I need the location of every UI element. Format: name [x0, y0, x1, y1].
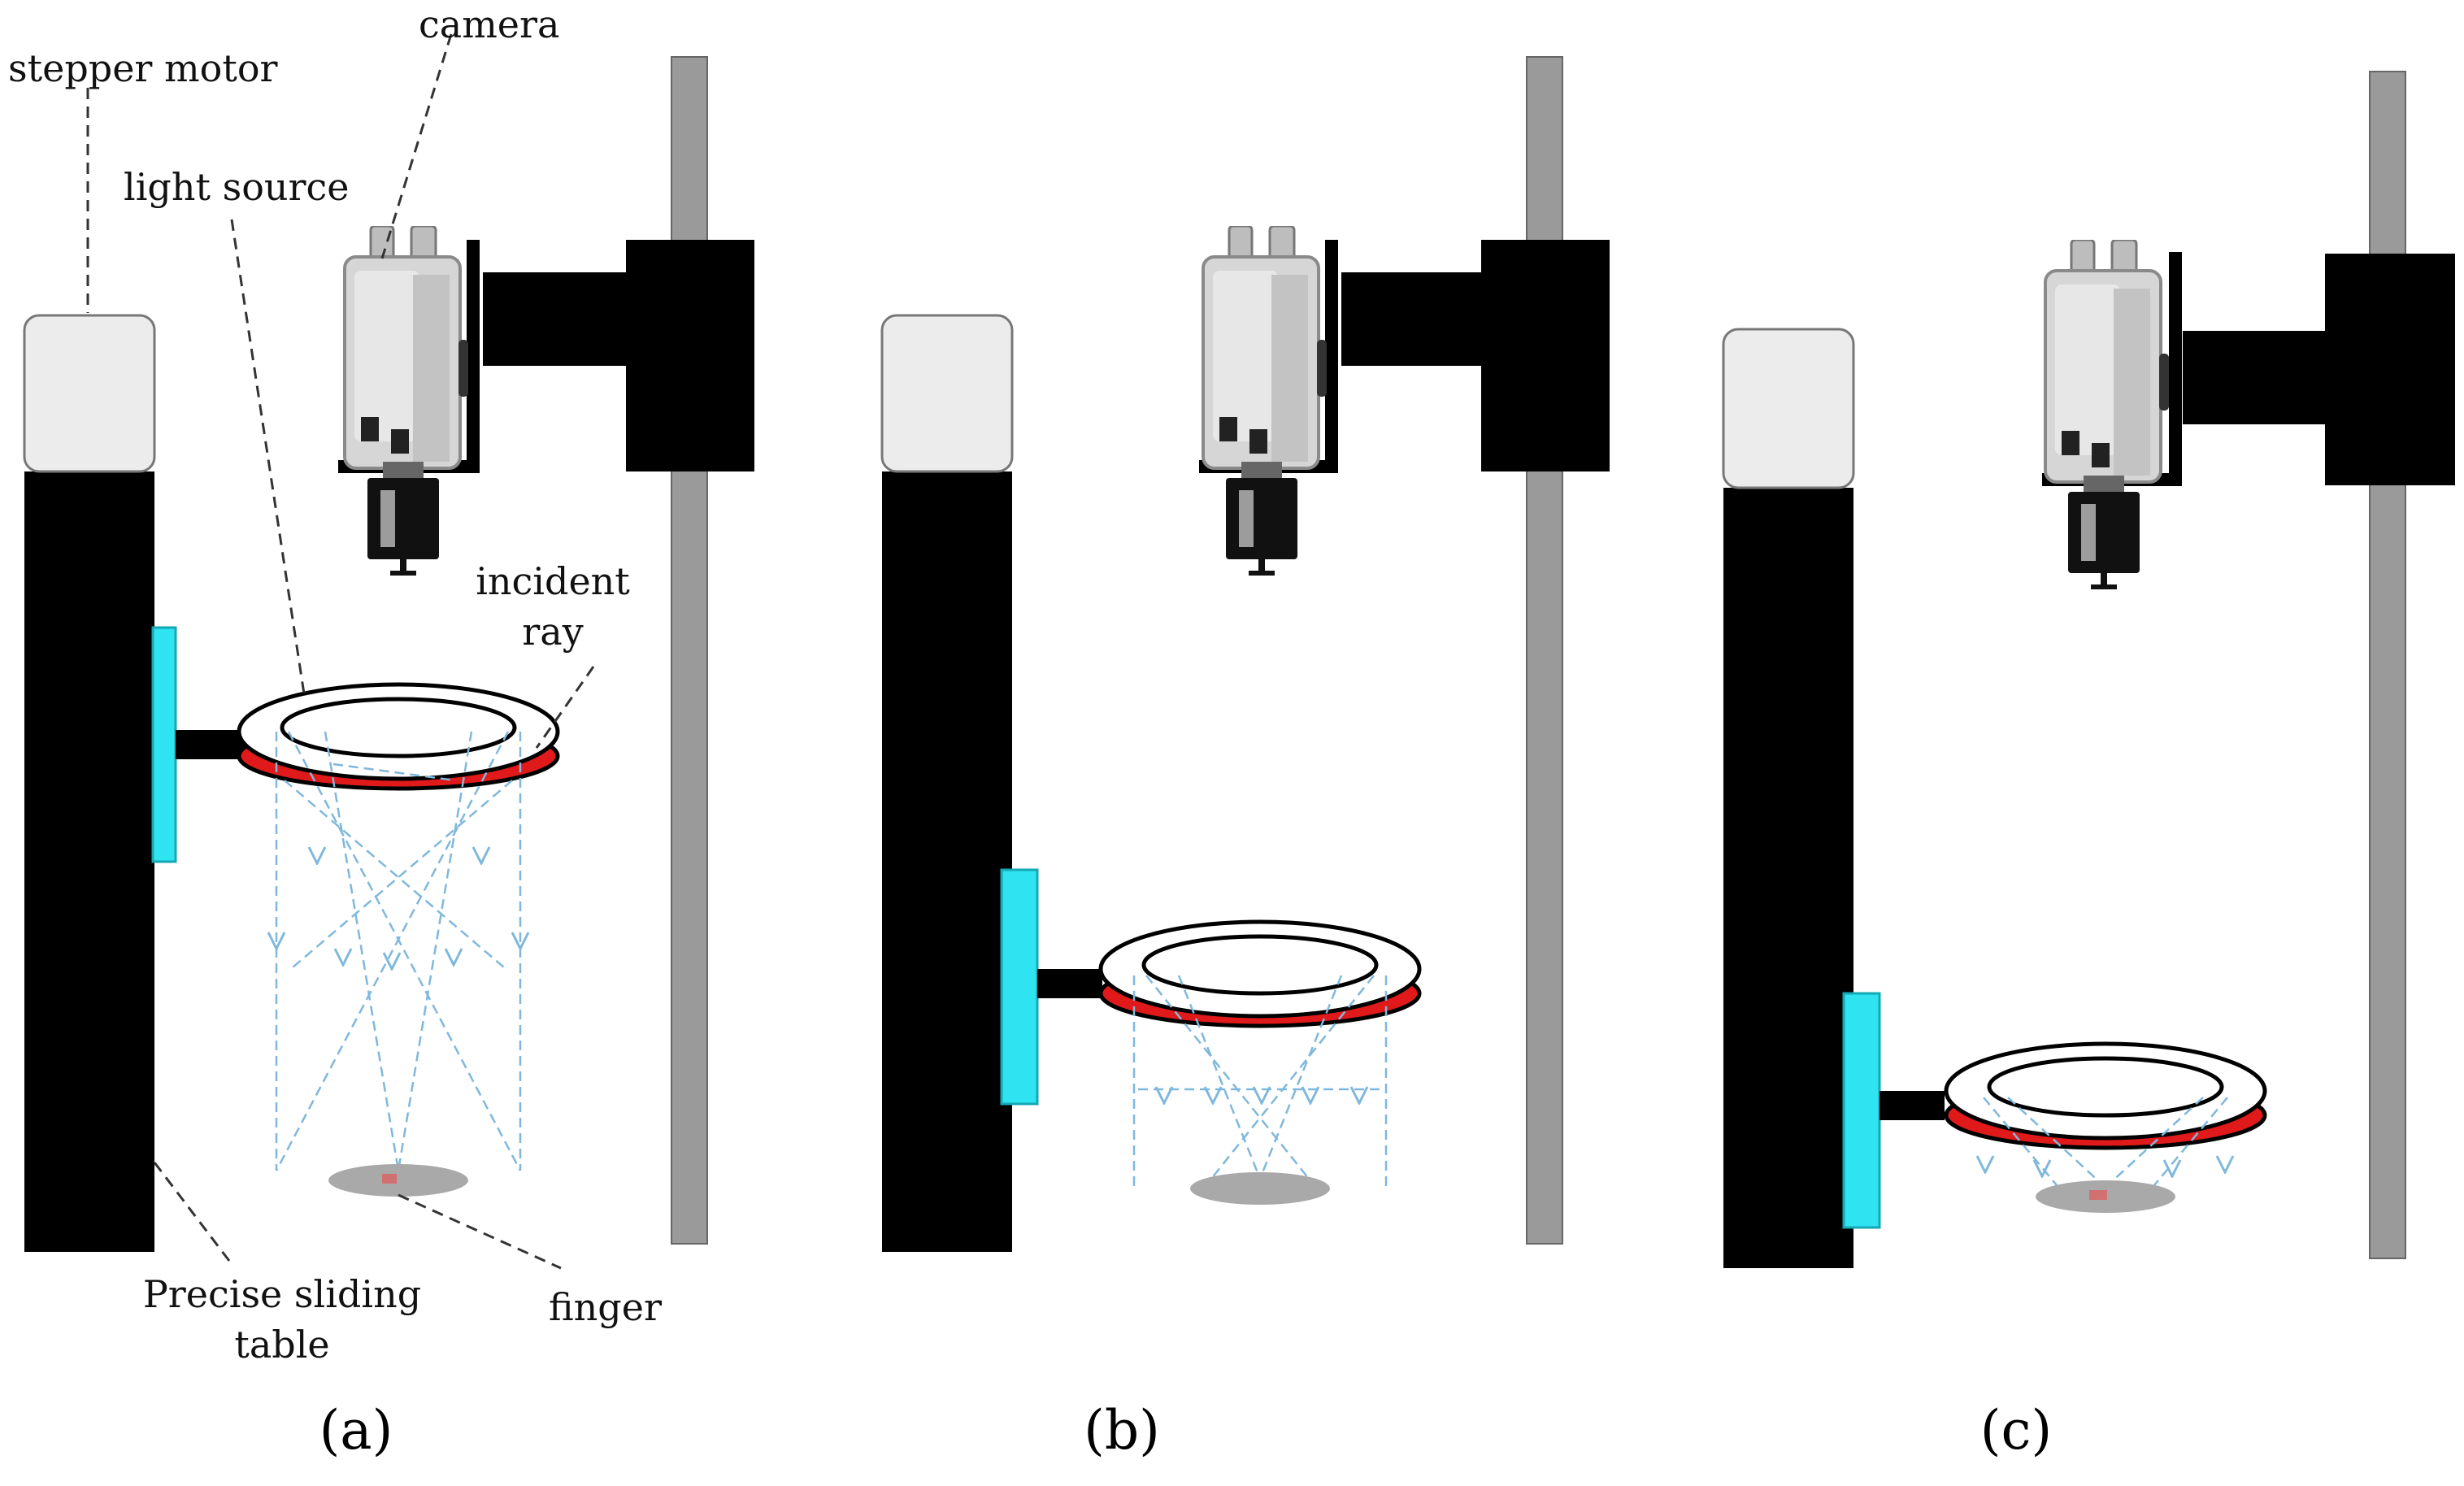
sliding-table-column	[1723, 488, 1853, 1268]
finger-mark	[382, 1174, 397, 1184]
finger-icon	[1190, 1172, 1330, 1205]
label-camera: camera	[419, 2, 559, 46]
incident-rays	[1132, 975, 1388, 1187]
camera-arm	[2183, 331, 2329, 424]
ray-arrow	[382, 951, 402, 971]
camera-arm	[1341, 272, 1488, 366]
stepper-motor-cap	[23, 314, 156, 473]
stepper-motor-cap	[880, 314, 1014, 473]
vertical-pole	[2369, 71, 2406, 1259]
panel-c	[1722, 71, 2455, 1268]
light-source-ring	[1098, 919, 1422, 1028]
panel-b	[880, 56, 1610, 1252]
camera-bracket-vertical	[1325, 240, 1338, 471]
camera-icon	[2044, 240, 2169, 589]
incident-rays	[267, 731, 530, 1171]
label-incident-ray-line1: incident	[476, 559, 630, 603]
mount-plate	[1000, 868, 1039, 1106]
ray-arrow	[2215, 1154, 2235, 1174]
captions: (a) (b) (c)	[319, 1399, 2053, 1462]
sliding-table-column	[882, 471, 1012, 1252]
mount-plate	[151, 626, 177, 863]
label-stepper-motor: stepper motor	[8, 46, 278, 90]
label-light-source: light source	[124, 165, 350, 209]
label-incident-ray-line2: ray	[522, 610, 583, 654]
camera-bracket-vertical	[467, 240, 480, 471]
caption-a: (a)	[319, 1399, 393, 1462]
support-arm	[1880, 1091, 1945, 1120]
support-arm	[1037, 969, 1102, 998]
caption-b: (b)	[1084, 1399, 1160, 1462]
ray-arrow	[307, 845, 327, 865]
ray-arrow	[333, 947, 353, 967]
ray-arrow	[1203, 1085, 1223, 1105]
camera-bracket-vertical	[2169, 252, 2182, 484]
finger-mark	[2089, 1190, 2107, 1200]
label-sliding-table-line2: table	[234, 1323, 329, 1367]
ray-arrow	[1975, 1154, 1995, 1174]
sliding-table-column	[24, 471, 154, 1252]
caption-c: (c)	[1980, 1399, 2052, 1462]
pole-clamp	[1481, 240, 1610, 471]
pole-clamp	[2325, 254, 2455, 485]
panel-a	[23, 56, 754, 1252]
camera-icon	[343, 226, 468, 576]
vertical-pole	[671, 56, 708, 1245]
ray-arrow	[444, 947, 463, 967]
vertical-pole	[1526, 56, 1563, 1245]
camera-arm	[483, 272, 629, 366]
finger-icon	[328, 1164, 468, 1197]
incident-rays	[1975, 1097, 2235, 1196]
leader-lines	[86, 33, 595, 1270]
ray-arrow	[472, 845, 491, 865]
light-source-ring	[1944, 1041, 2267, 1150]
ray-arrow	[1154, 1085, 1174, 1105]
mount-plate	[1842, 992, 1881, 1229]
stepper-motor-cap	[1722, 328, 1855, 489]
light-source-ring	[237, 682, 560, 791]
pole-clamp	[626, 240, 754, 471]
camera-icon	[1202, 226, 1327, 576]
label-sliding-table-line1: Precise sliding	[143, 1272, 421, 1316]
labels: stepper motor camera light source incide…	[8, 2, 662, 1367]
label-finger: finger	[549, 1285, 662, 1329]
